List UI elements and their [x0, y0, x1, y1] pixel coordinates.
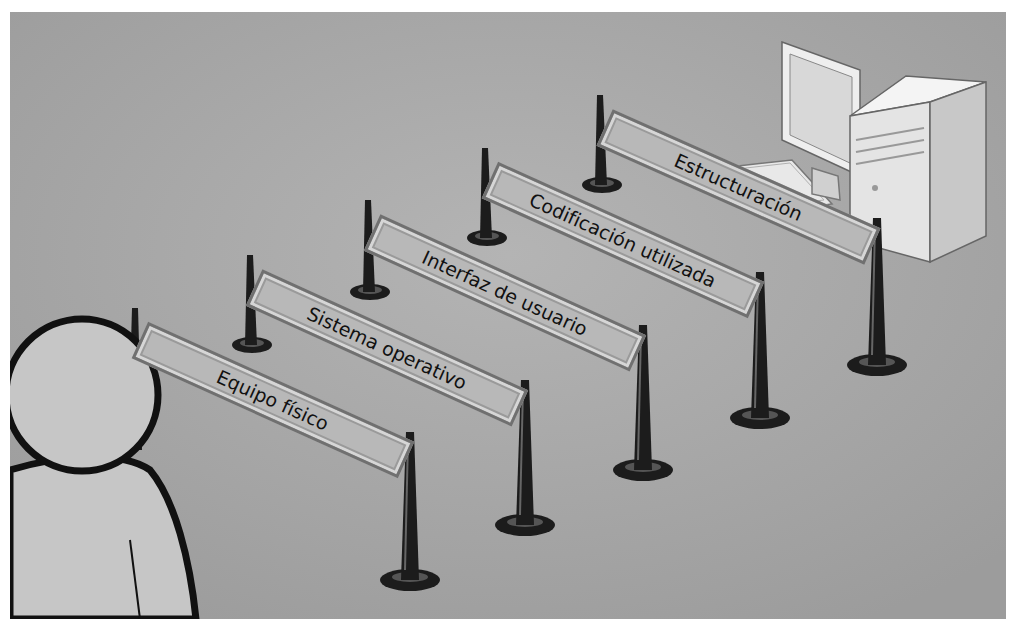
- floor: [10, 12, 1006, 619]
- stanchion-posts: [128, 95, 907, 591]
